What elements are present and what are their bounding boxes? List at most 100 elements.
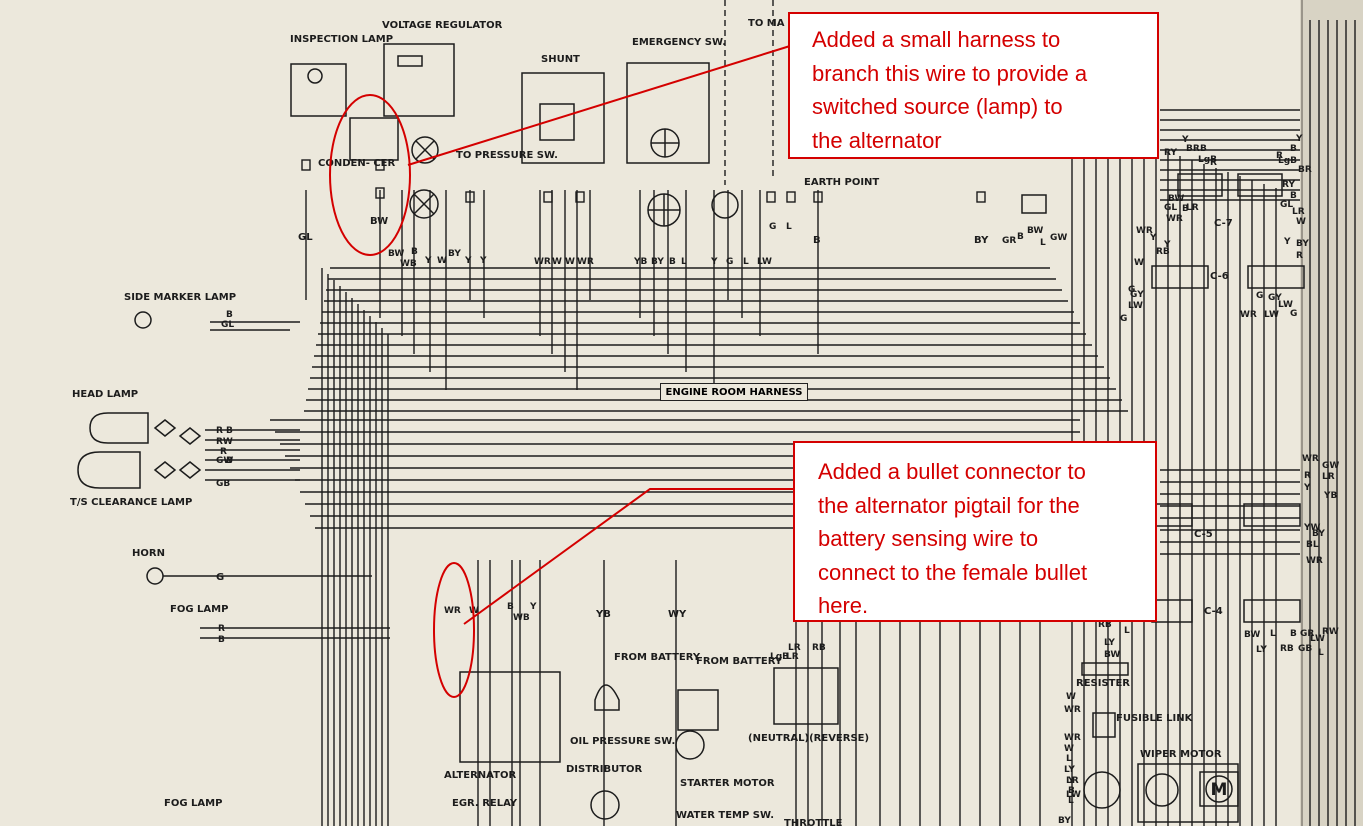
wire-code: R	[1304, 471, 1311, 481]
wire-code: Y	[1067, 776, 1075, 786]
callout-line: the alternator pigtail for the	[818, 492, 1080, 518]
wire-code: Y	[1163, 240, 1171, 250]
wire-code: R	[1210, 158, 1217, 168]
wire-code: G	[1256, 291, 1263, 301]
alternator-box	[459, 671, 561, 763]
from-battery-2-label: FROM BATTERY	[696, 656, 783, 667]
wire-code: W	[552, 257, 562, 267]
c6-label: C-6	[1210, 271, 1229, 282]
bullet-connector-icon	[375, 187, 385, 199]
engine-room-harness-label: ENGINE ROOM HARNESS	[660, 383, 808, 401]
emergency-sw-label: EMERGENCY SW.	[632, 37, 726, 48]
connector-c7-left-icon	[1177, 173, 1223, 197]
wire-code: GB	[1298, 644, 1312, 654]
condenser-box	[349, 117, 399, 161]
wire-code-labels: GL BW BY B G YB WY	[216, 216, 989, 620]
wire-code: L	[1124, 626, 1130, 636]
wire-code: G	[1290, 309, 1297, 319]
component-labels: INSPECTION LAMP VOLTAGE REGULATOR SHUNT …	[70, 18, 1233, 826]
to-main-label: TO MA	[748, 18, 785, 29]
starter-solenoid-icon	[675, 730, 705, 760]
wire-code: R	[216, 426, 223, 436]
wire-code: Y	[1303, 483, 1311, 493]
wire-code: Y	[1295, 134, 1303, 144]
ts-lamp-connector-icon	[153, 461, 177, 479]
wire-code: LR	[1292, 207, 1305, 217]
wire-code: W	[437, 256, 447, 266]
from-battery-1-label: FROM BATTERY	[614, 652, 701, 663]
annotation-ellipse-harness	[329, 94, 411, 256]
wire-code: WR	[1166, 214, 1183, 224]
side-marker-lamp-icon	[134, 311, 152, 329]
wire-code: B	[1290, 191, 1297, 201]
wire-code: LW	[1278, 300, 1293, 310]
wire-code: B	[1290, 144, 1297, 154]
shunt-meter-icon	[539, 103, 575, 141]
fusible-link-icon	[1092, 712, 1116, 738]
wire-code: Y	[1283, 237, 1291, 247]
wire-code: GL	[1280, 200, 1293, 210]
wire-code: GW	[216, 456, 233, 466]
earth-point-label: EARTH POINT	[804, 177, 879, 188]
wire-code: R	[220, 447, 227, 457]
wire-code: LW	[1264, 310, 1279, 320]
bullet-connector-icon	[813, 191, 823, 203]
horn-icon	[146, 567, 164, 585]
annotation-callout-harness: Added a small harness to branch this wir…	[788, 12, 1159, 159]
starter-motor-label: STARTER MOTOR	[680, 778, 775, 789]
emergency-switch-box	[626, 62, 710, 164]
wire-code: BY	[651, 257, 664, 267]
bullet-connector-icon	[575, 191, 585, 203]
wire-code: G	[216, 572, 224, 583]
oil-pressure-sw-label: OIL PRESSURE SW.	[570, 736, 675, 747]
connector-c5-right-icon	[1243, 503, 1301, 527]
resister-label: RESISTER	[1076, 678, 1130, 689]
callout-line: here.	[818, 593, 869, 618]
wire-code: GY	[1268, 293, 1282, 303]
wire-code: RW	[216, 437, 233, 447]
wire-code: Y	[464, 256, 472, 266]
wire-code: B	[1290, 629, 1297, 639]
wire-code: B	[669, 257, 676, 267]
callout-line: battery sensing wire to	[818, 526, 1039, 551]
bullet-connector-icon	[786, 191, 796, 203]
wiper-motor-label: WIPER MOTOR	[1140, 749, 1222, 760]
connector-c6-left-icon	[1151, 265, 1209, 289]
shunt-label: SHUNT	[541, 54, 580, 65]
callout-line: Added a small harness to	[812, 27, 1061, 52]
wire-code: L	[681, 257, 687, 267]
bullet-connector-icon	[976, 191, 986, 203]
wire-code: LR	[786, 652, 799, 662]
wire-code: L	[1318, 648, 1324, 658]
wire-code: BL	[1306, 540, 1319, 550]
wire-code: G	[1120, 314, 1127, 324]
component-symbols	[77, 43, 1305, 823]
callout-line: the alternator	[812, 127, 942, 153]
wire-code: L	[1270, 629, 1276, 639]
callout-line: connect to the female bullet	[818, 559, 1088, 585]
wire-code: LY	[1064, 765, 1075, 775]
wire-code: W	[1134, 258, 1144, 268]
head-lamp-connector-icon	[153, 419, 177, 437]
wire-code: BY	[1312, 529, 1325, 539]
wire-code: GW	[1322, 461, 1339, 471]
head-lamp-lower-icon	[77, 451, 141, 489]
wire-code: BW	[1027, 226, 1043, 236]
wire-code: GL	[298, 232, 313, 243]
wire-code: BW	[1244, 630, 1260, 640]
wire-code: WR	[1064, 733, 1081, 743]
bullet-connector-icon	[766, 191, 776, 203]
wire-code: L	[786, 222, 792, 232]
motor-icon	[1205, 775, 1233, 803]
head-lamp-label: HEAD LAMP	[72, 389, 138, 400]
wire-code: LR	[1322, 472, 1335, 482]
bullet-connector-icon	[465, 191, 475, 203]
wire-code: W	[565, 257, 575, 267]
wire-code: Y	[529, 602, 537, 612]
wire-code: YB	[1323, 491, 1338, 501]
wire-code: Y	[424, 256, 432, 266]
wire-code: WR	[1306, 556, 1323, 566]
wire-code: BY	[1296, 239, 1309, 249]
callout-line: Added a bullet connector to	[818, 459, 1086, 484]
